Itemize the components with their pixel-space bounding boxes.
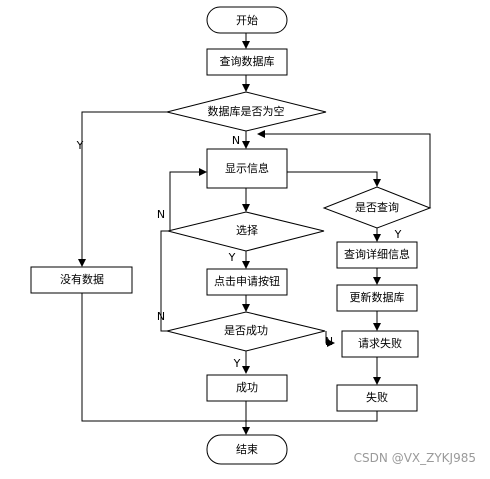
query-db-box (206, 48, 288, 76)
query-detail-label: 查询详细信息 (344, 247, 410, 261)
edge-label-n-issuccess-left: N (157, 310, 165, 323)
db-empty-label: 数据库是否为空 (208, 104, 285, 118)
edge-label-y-select: Y (228, 251, 236, 264)
show-info-box (206, 148, 288, 189)
fail-label: 失败 (366, 390, 388, 404)
query-db-label: 查询数据库 (220, 54, 275, 68)
is-success-decision (166, 311, 326, 352)
edge-nodata-to-end (81, 293, 246, 422)
edge-label-n-issuccess-right: N (325, 335, 333, 348)
edge-label-y-isquery: Y (394, 228, 402, 241)
success-box (206, 374, 288, 402)
edge-label-y-issuccess: Y (233, 357, 241, 370)
edge-issuccess-to-reqfail (325, 331, 335, 347)
fail-box (336, 384, 418, 412)
edge-fail-to-end (246, 411, 378, 422)
edge-dbempty-to-nodata (78, 111, 167, 267)
update-db-label: 更新数据库 (350, 290, 405, 304)
db-empty-decision (166, 91, 327, 132)
start-label: 开始 (236, 13, 258, 27)
request-fail-label: 请求失败 (358, 336, 402, 350)
request-fail-box (341, 330, 419, 358)
edge-select-loop (168, 168, 207, 232)
update-db-box (336, 284, 418, 312)
edge-label-n-dbempty: N (232, 134, 240, 147)
success-label: 成功 (236, 381, 258, 394)
edge-show-to-isquery (286, 171, 381, 187)
end-label: 结束 (236, 443, 258, 456)
no-data-label: 没有数据 (60, 272, 104, 286)
watermark-text: CSDN @VX_ZYKJ985 (354, 451, 476, 465)
show-info-label: 显示信息 (225, 161, 269, 175)
click-apply-box (206, 268, 288, 296)
select-label: 选择 (236, 223, 258, 237)
no-data-box (30, 266, 133, 294)
query-detail-box (336, 241, 418, 269)
is-query-decision (322, 186, 432, 229)
end-terminal (206, 434, 288, 465)
start-terminal (206, 6, 288, 34)
is-success-label: 是否成功 (224, 324, 268, 337)
is-query-label: 是否查询 (355, 200, 399, 214)
edge-isquery-loop (257, 130, 431, 208)
click-apply-label: 点击申请按钮 (214, 274, 280, 288)
edge-label-y-dbempty: Y (76, 139, 84, 152)
edge-label-n-select: N (157, 208, 165, 221)
select-decision (167, 211, 325, 252)
edge-issuccess-left-loop (160, 230, 168, 332)
